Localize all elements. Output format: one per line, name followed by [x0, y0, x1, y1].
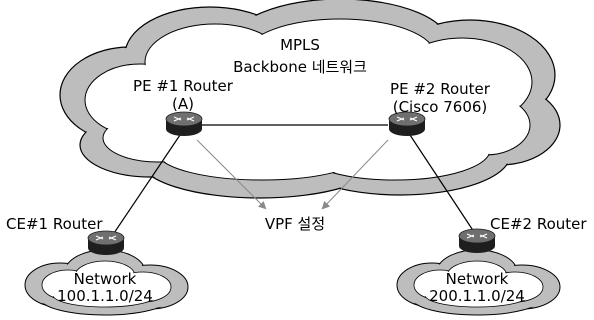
ce2-router-label: CE#2 Router: [490, 215, 587, 233]
network-2-subnet: 200.1.1.0/24: [429, 287, 525, 305]
backbone-title: MPLS: [280, 36, 320, 54]
link-pe2-ce2: [409, 134, 479, 239]
vpf-arrow-from-pe2: [321, 139, 389, 210]
pe1-router-label: PE #1 Router: [133, 77, 233, 95]
pe1-router-sublabel: (A): [172, 95, 194, 113]
pe2-router-icon: [388, 111, 426, 136]
network-1-subnet: 100.1.1.0/24: [57, 287, 153, 305]
pe2-router-label: PE #2 Router: [390, 80, 490, 98]
network-1-label: Network: [73, 270, 137, 288]
vpf-setting-label: VPF 설정: [264, 215, 326, 233]
pe2-router-sublabel: (Cisco 7606): [392, 98, 488, 116]
ce1-router-label: CE#1 Router: [6, 215, 103, 233]
network-1-cloud-icon: [24, 249, 189, 316]
network-2-label: Network: [445, 270, 509, 288]
mpls-cloud-icon: [59, 0, 561, 199]
link-pe1-ce1: [107, 134, 181, 243]
backbone-subtitle: Backbone 네트워크: [233, 58, 367, 76]
ce1-router-icon: [87, 230, 125, 255]
ce2-router-icon: [458, 228, 496, 253]
pe1-router-icon: [165, 111, 203, 136]
vpf-arrow-from-pe1: [196, 139, 267, 210]
